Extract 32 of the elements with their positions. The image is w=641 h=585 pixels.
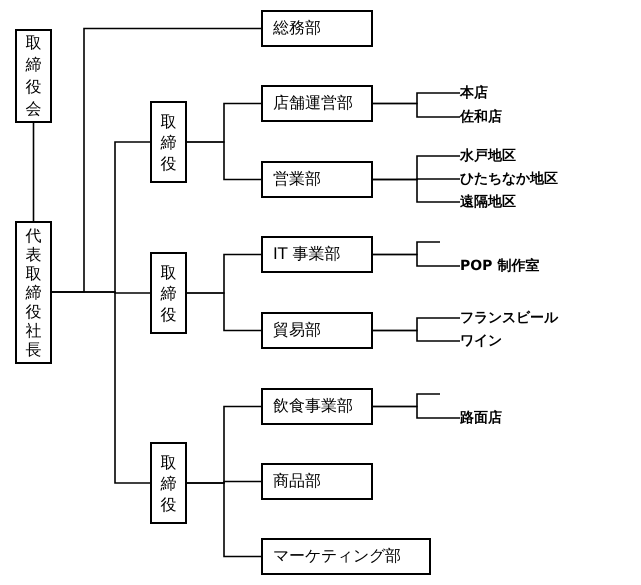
connector-line (373, 178, 460, 203)
connector-line (52, 291, 150, 484)
department-box: 飲食事業部 (261, 388, 373, 425)
connector-line (32, 123, 34, 221)
executive-box: 代表取締役社長 (15, 221, 52, 364)
unit-label: 本店 (460, 84, 488, 102)
department-box: 総務部 (261, 10, 373, 47)
unit-label: 路面店 (460, 409, 502, 427)
connector-line (373, 254, 460, 267)
department-box: マーケティング部 (261, 538, 431, 575)
unit-label: フランスビール (460, 309, 558, 327)
unit-label: ひたちなか地区 (460, 170, 558, 188)
connector-line (373, 406, 460, 419)
department-box: IT 事業部 (261, 236, 373, 273)
unit-label: 佐和店 (460, 108, 502, 126)
connector-line (373, 102, 460, 118)
department-box: 貿易部 (261, 312, 373, 349)
department-box: 商品部 (261, 463, 373, 500)
unit-label: POP 制作室 (460, 257, 540, 275)
executive-box: 取締役 (150, 252, 187, 334)
executive-box: 取締役 (150, 442, 187, 524)
unit-label: ワイン (460, 332, 502, 350)
department-box: 営業部 (261, 161, 373, 198)
connector-line (187, 482, 261, 558)
unit-label: 遠隔地区 (460, 193, 516, 211)
executive-box: 取締役 (150, 101, 187, 183)
connector-line (187, 141, 261, 180)
unit-label: 水戸地区 (460, 147, 516, 165)
department-box: 店舗運営部 (261, 85, 373, 122)
executive-box: 取締役会 (15, 29, 52, 123)
connector-line (373, 330, 460, 342)
connector-line (187, 292, 261, 332)
